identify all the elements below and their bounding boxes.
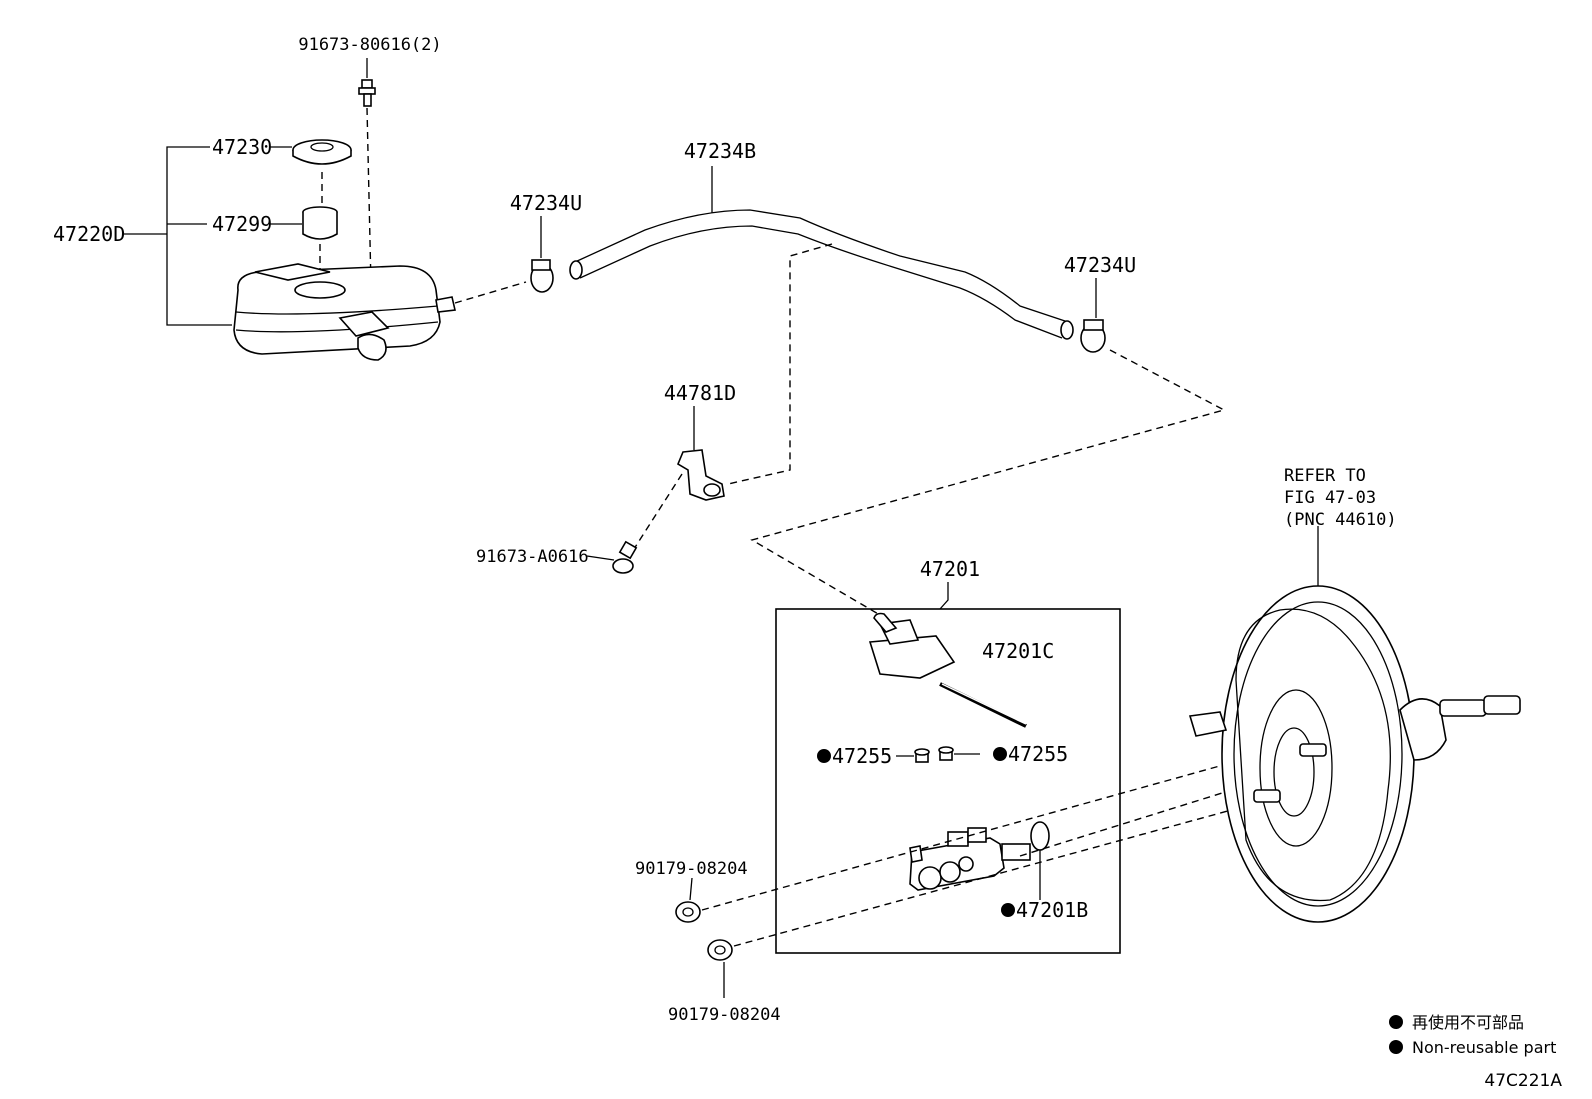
label-bracket: 44781D [664,381,736,405]
legend-dot-jp-icon [1389,1015,1403,1029]
nut-upper-leader [689,877,693,901]
label-clamp-right: 47234U [1064,253,1136,277]
master-cylinder-icon [909,827,1031,891]
label-pin: 47201C [982,639,1054,663]
hose-to-cylinder-dashline [750,349,1226,616]
label-nut-upper: 90179-08204 [635,859,748,879]
reservoir-group-bracket [124,146,232,326]
bracket-bolt-icon [612,540,638,574]
label-grommet-right: 47255 [1008,742,1068,766]
master-cylinder-leader [939,582,949,610]
nut-lower-icon [707,939,733,961]
grommet-right-dot-icon [993,747,1007,761]
cap-icon [292,139,352,165]
pin-icon [939,682,1027,728]
legend-en: Non-reusable part [1412,1038,1556,1057]
label-oring: 47201B [1016,898,1088,922]
label-bracket-bolt: 91673-A0616 [476,547,589,567]
label-cap: 47230 [212,135,272,159]
clamp-left-icon [530,259,554,293]
brake-booster-icon [1188,585,1521,923]
clamp-right-icon [1080,319,1106,353]
grommet-left-dot-icon [817,749,831,763]
master-cylinder-box [775,608,1121,954]
label-grommet-left: 47255 [832,744,892,768]
stud-dashline-2 [733,799,1269,947]
strainer-icon [302,206,338,240]
label-master-cylinder: 47201 [920,557,980,581]
hose-to-bracket-dashline [727,243,833,485]
label-nut-lower: 90179-08204 [668,1005,781,1025]
legend-dot-en-icon [1389,1040,1403,1054]
refer-line2: FIG 47-03 [1284,488,1376,508]
label-hose: 47234B [684,139,756,163]
pin-icon-highlight [941,683,1027,725]
grommet-right-icon [938,746,954,761]
label-reservoir: 47220D [53,222,125,246]
stud-dashline-1 [701,751,1271,911]
bracket-icon [676,449,725,501]
bracket-bolt-dashline [631,473,683,553]
label-clamp-left: 47234U [510,191,582,215]
label-strainer: 47299 [212,212,272,236]
reservoir-tank-icon [233,263,456,361]
nut-upper-icon [675,901,701,923]
figure-id: 47C221A [1484,1071,1562,1091]
refer-line1: REFER TO [1284,466,1366,486]
bracket-bolt-leader [586,555,615,561]
legend-jp: 再使用不可部品 [1412,1013,1524,1032]
bolt-top-icon [358,79,376,107]
oring-dot-icon [1001,903,1015,917]
oring-icon [1030,821,1050,851]
reservoir-adapter-icon [868,612,956,679]
refer-line3: (PNC 44610) [1284,510,1397,530]
reservoir-hose-dashline [454,281,527,304]
grommet-left-icon [914,748,930,763]
hose-icon [569,209,1074,340]
label-bolt-top: 91673-80616(2) [298,35,441,55]
